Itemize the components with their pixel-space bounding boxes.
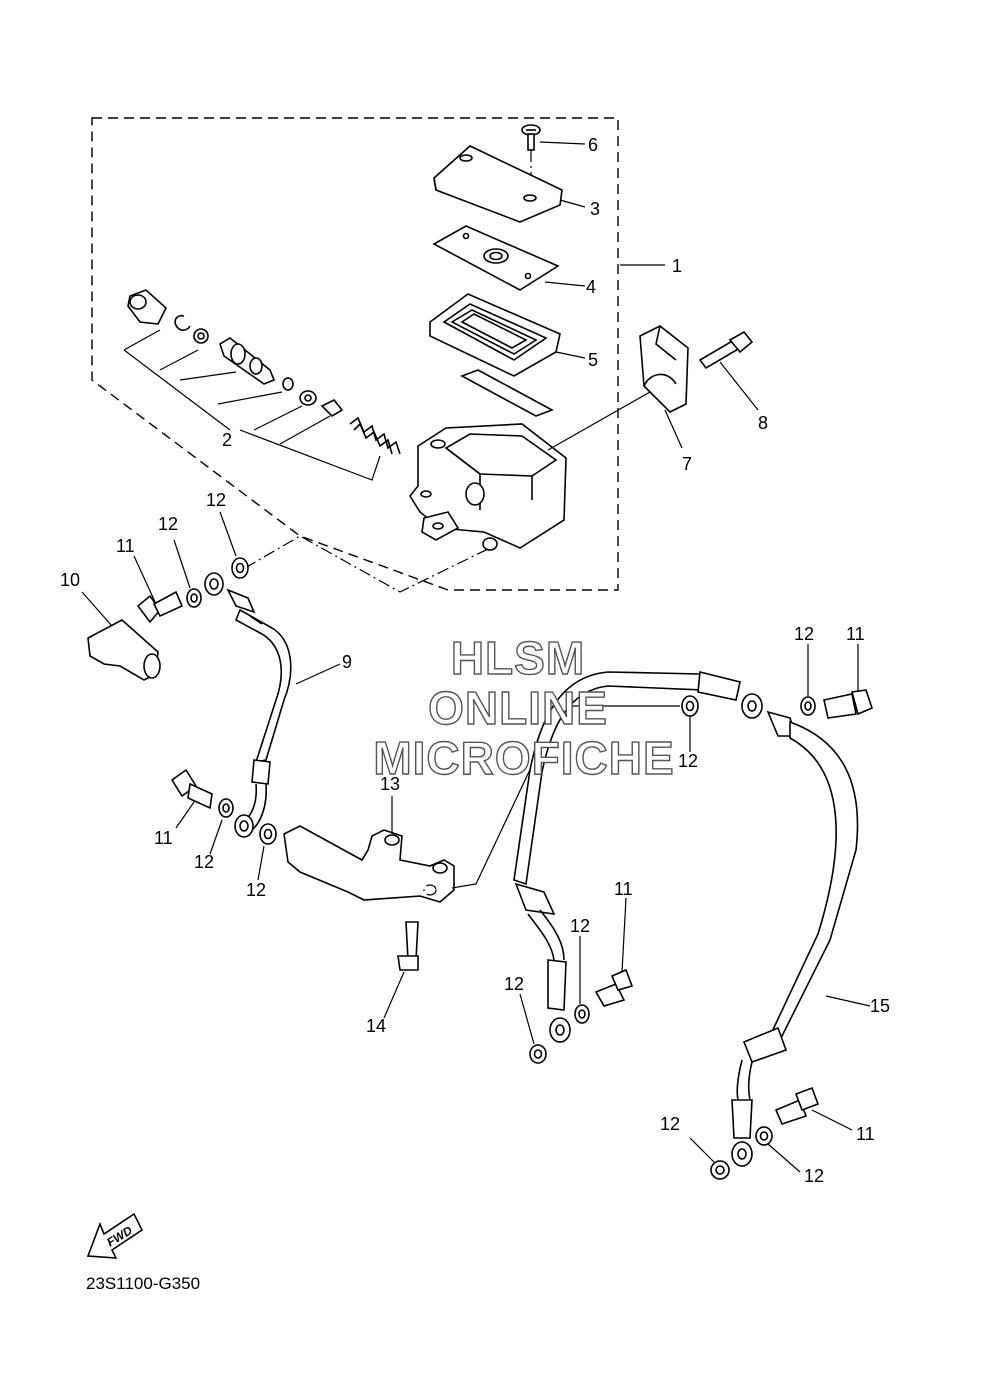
callout-12-j: 12 bbox=[804, 1166, 824, 1186]
reservoir-cap-part-3[interactable] bbox=[433, 145, 586, 223]
callout-10: 10 bbox=[60, 570, 80, 590]
assembly-boundary bbox=[91, 117, 619, 591]
union-bolt-11-d[interactable] bbox=[594, 897, 634, 1007]
callout-6: 6 bbox=[588, 135, 598, 155]
callout-5: 5 bbox=[588, 350, 598, 370]
screw-part-6[interactable] bbox=[521, 124, 586, 200]
cover-part-10[interactable] bbox=[81, 591, 161, 681]
callout-15: 15 bbox=[870, 996, 890, 1016]
callout-12-b: 12 bbox=[158, 514, 178, 534]
washer-12-g[interactable] bbox=[574, 936, 590, 1024]
callout-12-i: 12 bbox=[660, 1114, 680, 1134]
washer-12-c[interactable] bbox=[209, 798, 234, 855]
banjo-upper-hose-9[interactable] bbox=[204, 572, 256, 614]
washer-12-e[interactable] bbox=[681, 695, 699, 752]
callout-3: 3 bbox=[590, 199, 600, 219]
fwd-arrow-icon: FWD bbox=[86, 1212, 144, 1259]
union-bolt-11-e[interactable] bbox=[774, 1086, 853, 1131]
callout-11-a: 11 bbox=[116, 536, 135, 556]
joint-part-13[interactable] bbox=[283, 796, 455, 903]
watermark-line-1: HLSM bbox=[451, 632, 585, 684]
callout-8: 8 bbox=[758, 413, 768, 433]
washer-12-f[interactable] bbox=[800, 644, 816, 716]
callout-11-c: 11 bbox=[154, 828, 173, 848]
link-line-joint bbox=[451, 705, 680, 889]
callout-1: 1 bbox=[672, 256, 682, 276]
callout-2: 2 bbox=[222, 430, 232, 450]
callout-14: 14 bbox=[366, 1016, 386, 1036]
holder-part-7[interactable] bbox=[639, 325, 689, 449]
washer-12-h[interactable] bbox=[519, 993, 547, 1064]
diaphragm-plate-part-4[interactable] bbox=[432, 225, 586, 291]
callout-4: 4 bbox=[586, 277, 596, 297]
piston-kit-part-2[interactable] bbox=[123, 289, 401, 481]
union-bolt-11-b[interactable] bbox=[170, 768, 213, 829]
callout-12-a: 12 bbox=[206, 490, 226, 510]
watermark-line-3: MICROFICHE bbox=[373, 732, 674, 784]
callout-12-g: 12 bbox=[570, 916, 590, 936]
callout-7: 7 bbox=[682, 454, 692, 474]
union-bolt-11-a[interactable] bbox=[133, 555, 184, 624]
callout-11-e: 11 bbox=[856, 1124, 875, 1144]
brake-hose-part-15[interactable] bbox=[513, 670, 871, 1167]
callout-9: 9 bbox=[342, 652, 352, 672]
callout-12-d: 12 bbox=[678, 751, 698, 771]
diaphragm-protector[interactable] bbox=[460, 369, 554, 417]
master-cylinder-body[interactable] bbox=[409, 391, 651, 551]
washer-12-d[interactable] bbox=[257, 823, 277, 881]
callout-11-b: 11 bbox=[846, 624, 865, 644]
washer-12-i[interactable] bbox=[755, 1126, 801, 1173]
callout-12-f: 12 bbox=[246, 880, 266, 900]
drawing-code: 23S1100-G350 bbox=[86, 1274, 200, 1293]
watermark-line-2: ONLINE bbox=[428, 682, 608, 734]
brake-hose-part-9[interactable] bbox=[234, 608, 341, 835]
callout-12-h: 12 bbox=[504, 974, 524, 994]
banjo-lower-hose-9[interactable] bbox=[234, 814, 254, 838]
washer-12-a[interactable] bbox=[173, 539, 202, 608]
bolt-part-14[interactable] bbox=[383, 921, 419, 1019]
union-bolt-11-c[interactable] bbox=[823, 644, 873, 719]
callout-12-c: 12 bbox=[794, 624, 814, 644]
bolt-part-8[interactable] bbox=[698, 330, 759, 411]
washer-12-j[interactable] bbox=[689, 1137, 730, 1180]
link-line-body bbox=[244, 535, 491, 593]
callout-13: 13 bbox=[380, 774, 400, 794]
washer-12-b[interactable] bbox=[219, 511, 249, 579]
callout-11-d: 11 bbox=[614, 879, 633, 899]
diaphragm-part-5[interactable] bbox=[429, 293, 586, 377]
callout-12-e: 12 bbox=[194, 852, 214, 872]
